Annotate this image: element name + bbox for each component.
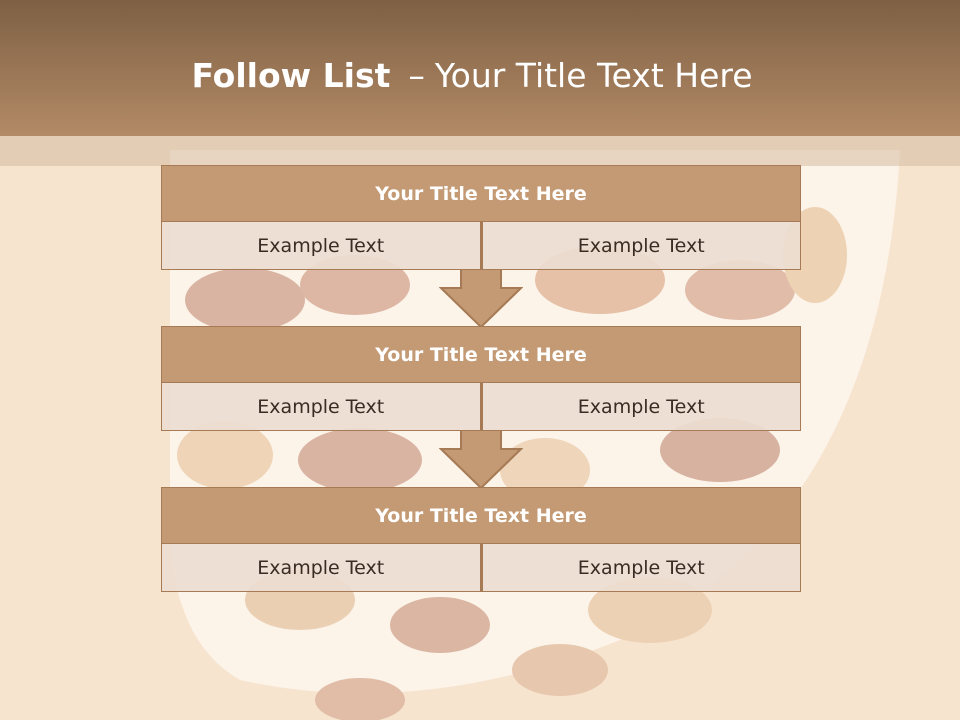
block-cell-left[interactable]: Example Text [161, 383, 481, 431]
slide-title-rest: Your Title Text Here [434, 56, 753, 95]
block-cell-left[interactable]: Example Text [161, 222, 481, 270]
list-block-2: Your Title Text Here Example Text Exampl… [161, 326, 801, 431]
list-block-1: Your Title Text Here Example Text Exampl… [161, 165, 801, 270]
block-row: Example Text Example Text [161, 544, 801, 592]
slide-title-bold: Follow List [191, 56, 391, 95]
block-cell-left[interactable]: Example Text [161, 544, 481, 592]
block-title[interactable]: Your Title Text Here [161, 326, 801, 383]
block-row: Example Text Example Text [161, 222, 801, 270]
block-title[interactable]: Your Title Text Here [161, 487, 801, 544]
down-arrow-icon [439, 430, 523, 490]
block-title[interactable]: Your Title Text Here [161, 165, 801, 222]
list-block-3: Your Title Text Here Example Text Exampl… [161, 487, 801, 592]
header-strip [0, 136, 960, 166]
slide-title: Follow List–Your Title Text Here [0, 56, 944, 95]
down-arrow-icon [439, 269, 523, 329]
header-bar [0, 0, 960, 136]
block-cell-right[interactable]: Example Text [480, 222, 801, 270]
block-row: Example Text Example Text [161, 383, 801, 431]
block-cell-right[interactable]: Example Text [480, 383, 801, 431]
slide-title-separator: – [408, 56, 425, 95]
block-cell-right[interactable]: Example Text [480, 544, 801, 592]
